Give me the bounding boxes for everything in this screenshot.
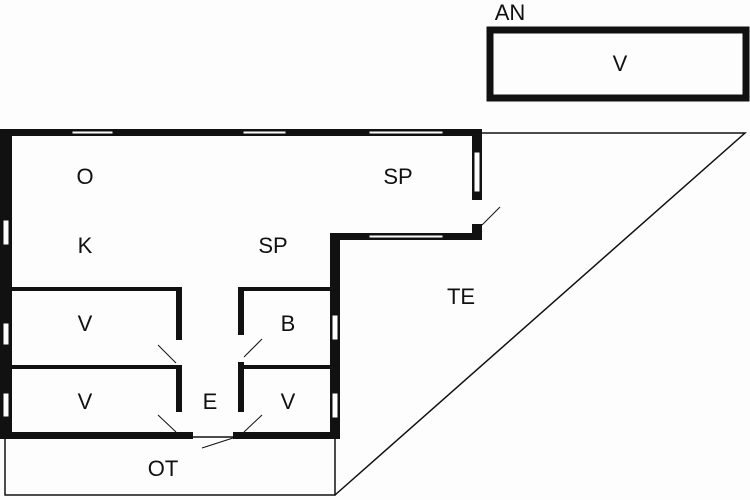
annex-room-label: V bbox=[613, 51, 628, 76]
room-label-ot: OT bbox=[148, 456, 179, 481]
room-label-sp-top: SP bbox=[383, 164, 412, 189]
room-label-e: E bbox=[203, 389, 218, 414]
room-label-b: B bbox=[281, 311, 296, 336]
annex-building bbox=[486, 26, 750, 102]
room-label-v-right: V bbox=[281, 389, 296, 414]
room-label-v-left-bottom: V bbox=[78, 389, 93, 414]
room-label-k: K bbox=[78, 233, 93, 258]
terrace-outline bbox=[334, 132, 747, 496]
doors bbox=[157, 200, 501, 449]
room-label-o: O bbox=[76, 164, 93, 189]
room-label-sp-mid: SP bbox=[258, 233, 287, 258]
room-label-v-left-top: V bbox=[78, 311, 93, 336]
room-label-te: TE bbox=[447, 284, 475, 309]
windows bbox=[2, 130, 481, 419]
annex-title: AN bbox=[495, 0, 526, 25]
